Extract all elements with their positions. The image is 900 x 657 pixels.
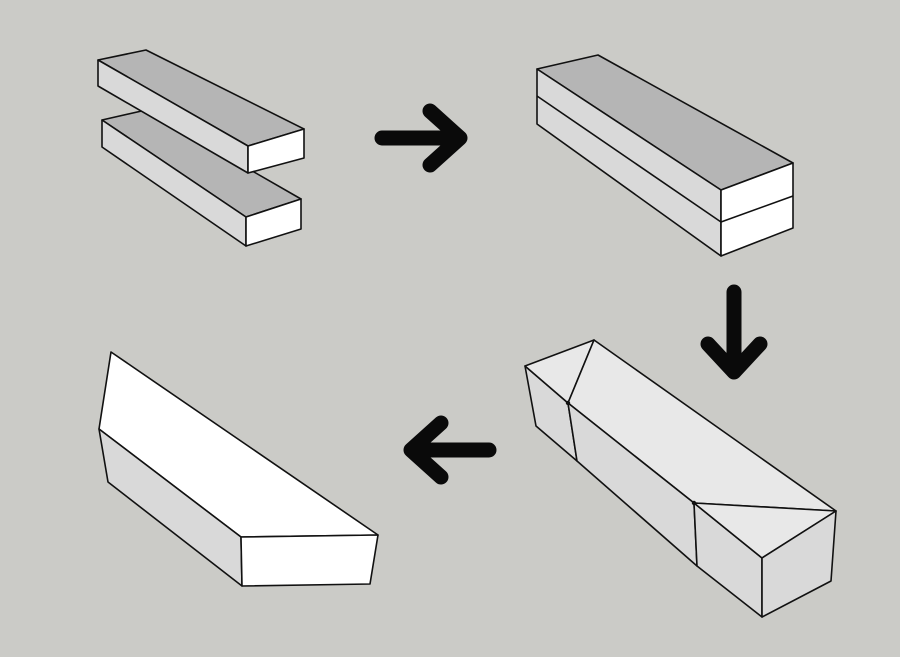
arrow-down-icon	[700, 284, 768, 380]
final-top-face	[98, 351, 379, 538]
arrow-right-icon	[374, 103, 468, 173]
arrow-left-icon	[403, 415, 497, 485]
stacked-seam-side	[536, 95, 722, 223]
stacked-boards	[536, 54, 794, 257]
final-end-face	[240, 534, 379, 587]
final-tapered-block	[98, 351, 379, 587]
lower-board-end-face	[245, 198, 302, 247]
lower-board	[101, 109, 302, 247]
reshaped-end-face	[761, 510, 837, 618]
two-separate-boards	[97, 49, 305, 247]
upper-board-end-face	[247, 128, 305, 174]
upper-board	[97, 49, 305, 174]
reshaped-block	[524, 339, 837, 618]
stacked-seam-end	[720, 195, 794, 223]
reshaped-vertex-marker-left	[565, 400, 571, 406]
reshaped-vertex-marker-right	[691, 500, 697, 506]
